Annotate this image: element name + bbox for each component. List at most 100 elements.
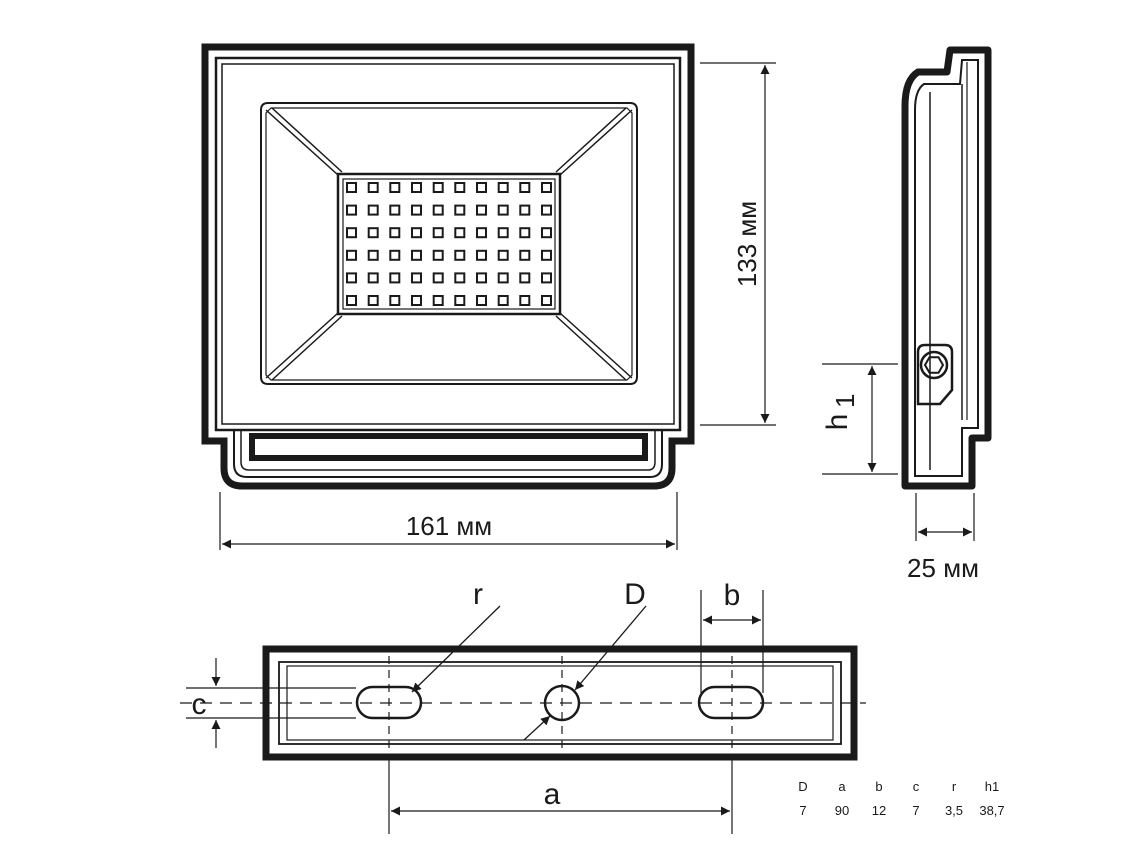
led-chip bbox=[541, 204, 552, 216]
led-chip bbox=[476, 182, 487, 193]
led-chip bbox=[411, 204, 422, 216]
led-chip bbox=[389, 249, 401, 261]
diffuser-outer bbox=[260, 102, 638, 385]
led-chip bbox=[367, 182, 379, 193]
spec-header-c: c bbox=[913, 779, 920, 794]
led-chip bbox=[367, 272, 379, 284]
led-chip bbox=[497, 182, 509, 193]
bottom-slot bbox=[249, 433, 648, 461]
spec-value-r: 3,5 bbox=[945, 803, 963, 818]
spec-value-h1: 38,7 bbox=[979, 803, 1004, 818]
label-D: D bbox=[624, 578, 646, 611]
bevel-bl bbox=[265, 312, 339, 379]
D-leader-2 bbox=[523, 715, 551, 741]
bracket-dimensions bbox=[186, 590, 764, 834]
led-chip bbox=[346, 295, 357, 306]
spec-header-b: b bbox=[875, 779, 882, 794]
housing-outline bbox=[201, 43, 695, 490]
led-chip bbox=[476, 249, 487, 261]
side-view bbox=[901, 46, 992, 490]
hinge-bracket bbox=[916, 343, 954, 406]
spec-header-a: a bbox=[838, 779, 846, 794]
label-a: a bbox=[544, 778, 561, 811]
led-chip bbox=[497, 227, 509, 239]
led-chip bbox=[541, 182, 552, 193]
led-chip bbox=[411, 182, 422, 193]
led-panel-inner bbox=[342, 178, 556, 310]
label-c: c bbox=[192, 688, 207, 721]
height-label: 133 мм bbox=[732, 201, 762, 287]
bottom-step-line bbox=[233, 431, 663, 478]
label-r: r bbox=[473, 578, 483, 611]
led-chip bbox=[367, 295, 379, 306]
side-profile-outer bbox=[901, 46, 992, 490]
h1-label-main: h bbox=[821, 414, 854, 431]
bevel-tr-2 bbox=[555, 107, 627, 173]
led-chip bbox=[541, 227, 552, 239]
bevel-tl bbox=[265, 109, 339, 176]
led-chip bbox=[519, 204, 531, 216]
r-leader bbox=[411, 605, 501, 693]
depth-label: 25 мм bbox=[907, 553, 979, 583]
led-chip bbox=[519, 182, 531, 193]
spec-header-r: r bbox=[952, 779, 957, 794]
led-chip bbox=[367, 227, 379, 239]
hinge-bolt-hex bbox=[923, 356, 945, 374]
spec-value-c: 7 bbox=[912, 803, 919, 818]
led-chip bbox=[389, 204, 401, 216]
led-chip bbox=[454, 204, 466, 216]
led-grid bbox=[346, 182, 552, 306]
led-chip bbox=[389, 227, 401, 239]
led-chip bbox=[497, 204, 509, 216]
led-chip bbox=[432, 204, 444, 216]
housing-inner-frame-2 bbox=[221, 63, 675, 425]
led-chip bbox=[346, 272, 357, 284]
led-chip bbox=[346, 249, 357, 261]
led-panel bbox=[336, 172, 562, 316]
led-chip bbox=[497, 249, 509, 261]
led-chip bbox=[367, 204, 379, 216]
D-leader bbox=[574, 605, 647, 691]
spec-value-a: 90 bbox=[835, 803, 849, 818]
led-chip bbox=[411, 272, 422, 284]
bottom-step-line-2 bbox=[240, 431, 656, 471]
led-chip bbox=[541, 295, 552, 306]
slot-left bbox=[355, 685, 423, 720]
side-dimensions bbox=[822, 363, 975, 541]
led-chip bbox=[497, 295, 509, 306]
led-chip bbox=[346, 227, 357, 239]
hinge-bolt-circle bbox=[919, 350, 949, 380]
led-chip bbox=[389, 295, 401, 306]
led-chip bbox=[497, 272, 509, 284]
led-chip bbox=[476, 272, 487, 284]
led-chip bbox=[519, 272, 531, 284]
led-chip bbox=[411, 295, 422, 306]
led-chip bbox=[432, 295, 444, 306]
led-chip bbox=[346, 182, 357, 193]
led-chip bbox=[476, 295, 487, 306]
led-chip bbox=[541, 249, 552, 261]
front-view bbox=[201, 43, 695, 490]
spec-header-D: D bbox=[798, 779, 807, 794]
led-chip bbox=[476, 227, 487, 239]
bevel-br bbox=[559, 312, 633, 379]
led-chip bbox=[454, 182, 466, 193]
led-chip bbox=[454, 227, 466, 239]
led-chip bbox=[476, 204, 487, 216]
label-b: b bbox=[724, 579, 741, 612]
width-label: 161 мм bbox=[406, 511, 492, 541]
led-chip bbox=[519, 227, 531, 239]
spec-table: D a b c r h1 7 90 12 7 3,5 38,7 bbox=[798, 779, 1004, 818]
led-chip bbox=[432, 182, 444, 193]
led-chip bbox=[454, 249, 466, 261]
diffuser-inner-outline bbox=[265, 107, 633, 381]
led-chip bbox=[541, 272, 552, 284]
spec-value-b: 12 bbox=[872, 803, 886, 818]
led-chip bbox=[367, 249, 379, 261]
bevel-tr bbox=[559, 109, 633, 176]
bracket-view bbox=[180, 645, 866, 761]
side-profile-inner bbox=[914, 59, 979, 477]
led-chip bbox=[389, 272, 401, 284]
led-chip bbox=[519, 295, 531, 306]
